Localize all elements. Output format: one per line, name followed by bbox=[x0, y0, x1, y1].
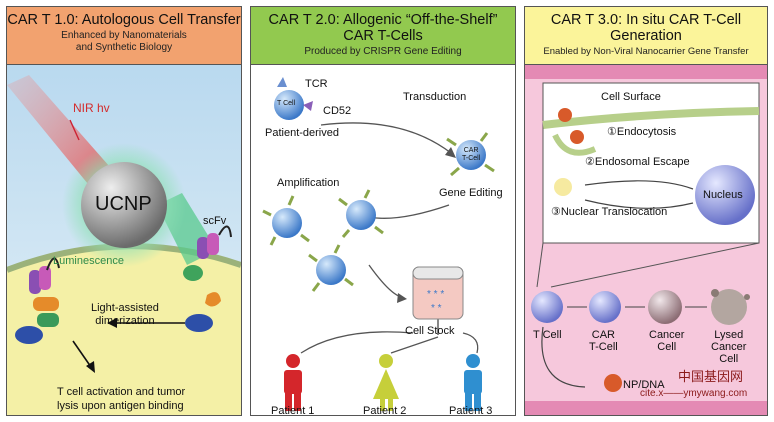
nucleus bbox=[695, 165, 755, 225]
activation-label: T cell activation and tumor lysis upon a… bbox=[57, 386, 186, 412]
panel-3-title: CAR T 3.0: In situ CAR T-Cell Generation bbox=[550, 12, 742, 44]
panel-1-drawing bbox=[7, 65, 241, 415]
panel-3-illustration: Cell Surface ①Endocytosis ②Endosomal Esc… bbox=[525, 65, 767, 415]
ucnp-sphere bbox=[81, 162, 167, 248]
ucnp-label: UCNP bbox=[95, 193, 152, 215]
transduction-arrow bbox=[320, 122, 452, 154]
transduction-label: Transduction bbox=[403, 91, 467, 103]
t-cell-body bbox=[7, 246, 241, 415]
cell-stock-label: Cell Stock bbox=[405, 325, 455, 337]
right-receptor bbox=[183, 225, 232, 332]
np-dna-label: NP/DNA bbox=[623, 379, 665, 391]
t-cell bbox=[531, 291, 563, 323]
cd52-label: CD52 bbox=[323, 105, 352, 117]
panel-2-title: CAR T 2.0: Allogenic “Off-the-Shelf” CAR… bbox=[268, 12, 498, 44]
tcell-label: T Cell bbox=[277, 100, 296, 107]
tcr-label: TCR bbox=[305, 78, 328, 90]
panel-3-subtitle: Enabled by Non-Viral Nanocarrier Gene Tr… bbox=[543, 46, 749, 57]
car-tcell-label: CAR T-Cell bbox=[589, 329, 618, 353]
tcell-label: T Cell bbox=[533, 329, 562, 341]
patient-3-figure bbox=[464, 354, 482, 411]
np-dna-particle bbox=[604, 374, 622, 392]
car-t-cell bbox=[589, 291, 621, 323]
luminescence-label: Luminescence bbox=[53, 255, 124, 267]
panel-2-subtitle: Produced by CRISPR Gene Editing bbox=[304, 46, 462, 57]
svg-text:* * *: * * * bbox=[427, 289, 444, 300]
panel-3-drawing bbox=[525, 65, 767, 415]
lysed-cancer-cell-label: Lysed Cancer Cell bbox=[711, 329, 747, 365]
patient-2-label: Patient 2 bbox=[363, 405, 407, 415]
lysed-cancer-cell bbox=[711, 289, 747, 325]
amplification-label: Amplification bbox=[277, 177, 340, 189]
patient-3-label: Patient 3 bbox=[449, 405, 493, 415]
escaped-particle bbox=[554, 178, 572, 196]
car-tcell-edited bbox=[456, 140, 486, 170]
nir-label: NIR hv bbox=[73, 101, 110, 115]
patient-derived-label: Patient-derived bbox=[265, 127, 339, 139]
cancer-cell-label: Cancer Cell bbox=[649, 329, 685, 353]
panel-2-header: CAR T 2.0: Allogenic “Off-the-Shelf” CAR… bbox=[251, 7, 515, 65]
activation-arrow bbox=[72, 340, 92, 368]
panel-car-t-3: CAR T 3.0: In situ CAR T-Cell Generation… bbox=[524, 6, 768, 416]
watermark-text-1: 中国基因网 bbox=[678, 369, 744, 384]
svg-text:* *: * * bbox=[431, 303, 442, 314]
left-receptor bbox=[15, 257, 60, 344]
panel-1-subtitle: Enhanced by Nanomaterials and Synthetic … bbox=[61, 30, 187, 53]
panel-1-header: CAR T 1.0: Autologous Cell Transfer Enha… bbox=[7, 7, 241, 65]
panel-1-illustration: NIR hv UCNP scFv Luminescence Light-assi… bbox=[7, 65, 241, 415]
scfv-label: scFv bbox=[203, 215, 227, 227]
cancer-cell bbox=[648, 290, 682, 324]
panel-3-header: CAR T 3.0: In situ CAR T-Cell Generation… bbox=[525, 7, 767, 65]
nuclear-translocation-label: ③Nuclear Translocation bbox=[551, 206, 668, 218]
patient-1-figure bbox=[284, 354, 302, 411]
cell-surface-membrane bbox=[542, 107, 760, 129]
nucleus-label: Nucleus bbox=[703, 189, 743, 201]
nanocarrier-particle bbox=[558, 108, 572, 122]
gene-editing-label: Gene Editing bbox=[439, 187, 503, 199]
endocytosis-label: ①Endocytosis bbox=[607, 126, 677, 138]
patient-1-label: Patient 1 bbox=[271, 405, 315, 415]
car-tcell-label-edited: CAR T-Cell bbox=[462, 147, 481, 162]
cell-surface-label: Cell Surface bbox=[601, 91, 661, 103]
dimerization-label: Light-assisted dimerization bbox=[91, 302, 159, 327]
patient-2-figure bbox=[373, 354, 399, 411]
patient-derived-cell bbox=[274, 90, 304, 120]
cell-stock-bag: * * * * * bbox=[412, 266, 464, 335]
panel-2-illustration: * * * * * TCR T Cell CD52 bbox=[251, 65, 515, 415]
panel-2-drawing: * * * * * bbox=[262, 77, 495, 411]
panel-car-t-1: CAR T 1.0: Autologous Cell Transfer Enha… bbox=[6, 6, 242, 416]
watermark-text-2: cite.x——ymywang.com bbox=[640, 388, 748, 399]
amplified-cells bbox=[262, 189, 384, 292]
endosomal-escape-label: ②Endosomal Escape bbox=[585, 156, 690, 168]
panel-1-title: CAR T 1.0: Autologous Cell Transfer bbox=[7, 12, 241, 28]
endocytic-vesicle bbox=[552, 133, 597, 156]
panel-car-t-2: CAR T 2.0: Allogenic “Off-the-Shelf” CAR… bbox=[250, 6, 516, 416]
